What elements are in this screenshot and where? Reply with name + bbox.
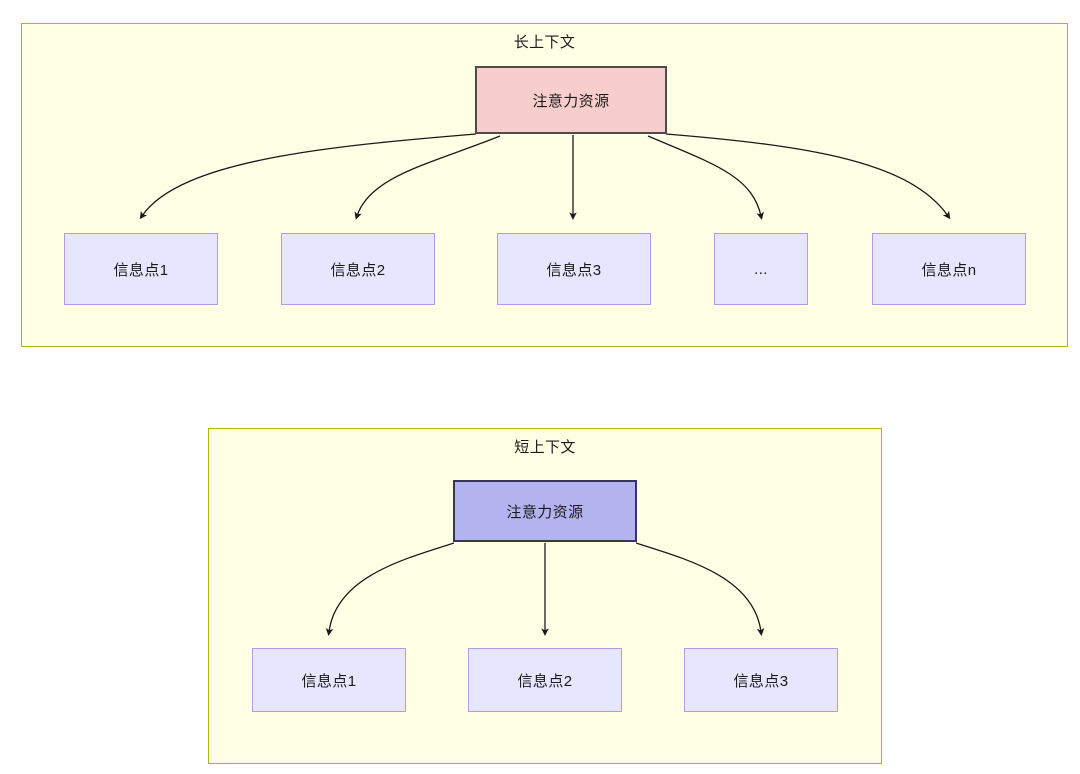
node-info-point-short-3[interactable]: 信息点3 [684,648,838,712]
node-attention-resource-short[interactable]: 注意力资源 [453,480,637,542]
node-info-point-long-n[interactable]: 信息点n [872,233,1026,305]
panel-short-context-title: 短上下文 [514,439,576,456]
panel-short-context: 短上下文 [208,428,882,764]
panel-long-context-title: 长上下文 [513,34,576,51]
node-info-point-short-1[interactable]: 信息点1 [252,648,406,712]
node-attention-resource-long[interactable]: 注意力资源 [475,66,667,134]
node-info-point-short-2[interactable]: 信息点2 [468,648,622,712]
node-info-point-long-3[interactable]: 信息点3 [497,233,651,305]
node-info-point-long-ellipsis[interactable]: ... [714,233,808,305]
node-info-point-long-1[interactable]: 信息点1 [64,233,218,305]
node-info-point-long-2[interactable]: 信息点2 [281,233,435,305]
